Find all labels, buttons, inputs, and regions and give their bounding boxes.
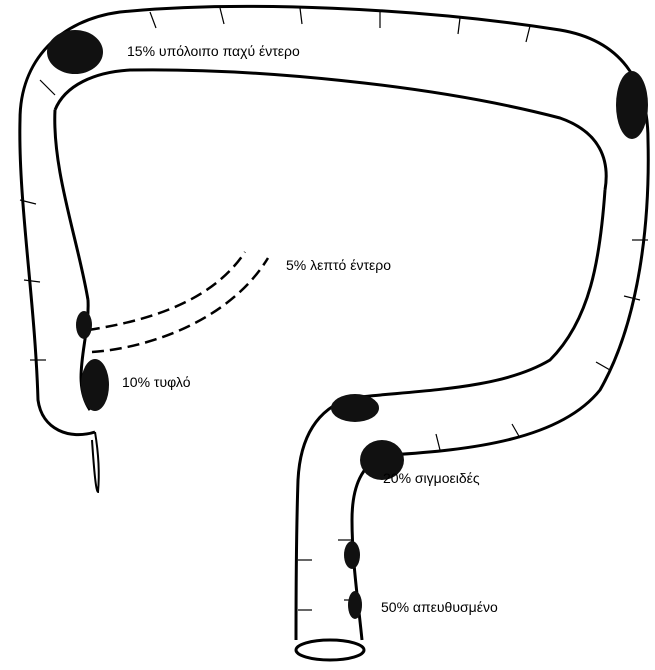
hatching	[20, 8, 648, 610]
lesion-sigmoid-upper	[331, 394, 379, 422]
label-rest-of-colon: 15% υπόλοιπο παχύ έντερο	[127, 44, 300, 58]
lesion-transverse	[47, 30, 103, 74]
lesion-ileocecal	[76, 311, 92, 339]
label-rectum: 50% απευθυσμένο	[381, 600, 498, 614]
lesion-hepatic	[616, 71, 648, 139]
large-intestine	[20, 6, 648, 660]
label-small-intestine: 5% λεπτό έντερο	[286, 258, 391, 272]
label-sigmoid: 20% σιγμοειδές	[383, 471, 480, 485]
lesion-rectum-2	[348, 591, 362, 619]
small-intestine	[88, 252, 268, 352]
lesion-rectum-1	[344, 541, 360, 569]
transverse-colon-outer	[20, 6, 648, 140]
transverse-colon-inner	[55, 70, 606, 190]
appendix	[92, 432, 99, 492]
label-cecum: 10% τυφλό	[122, 375, 190, 389]
lesion-cecum	[81, 359, 109, 411]
rectum-opening	[296, 640, 364, 660]
small-intestine-upper	[88, 252, 245, 330]
